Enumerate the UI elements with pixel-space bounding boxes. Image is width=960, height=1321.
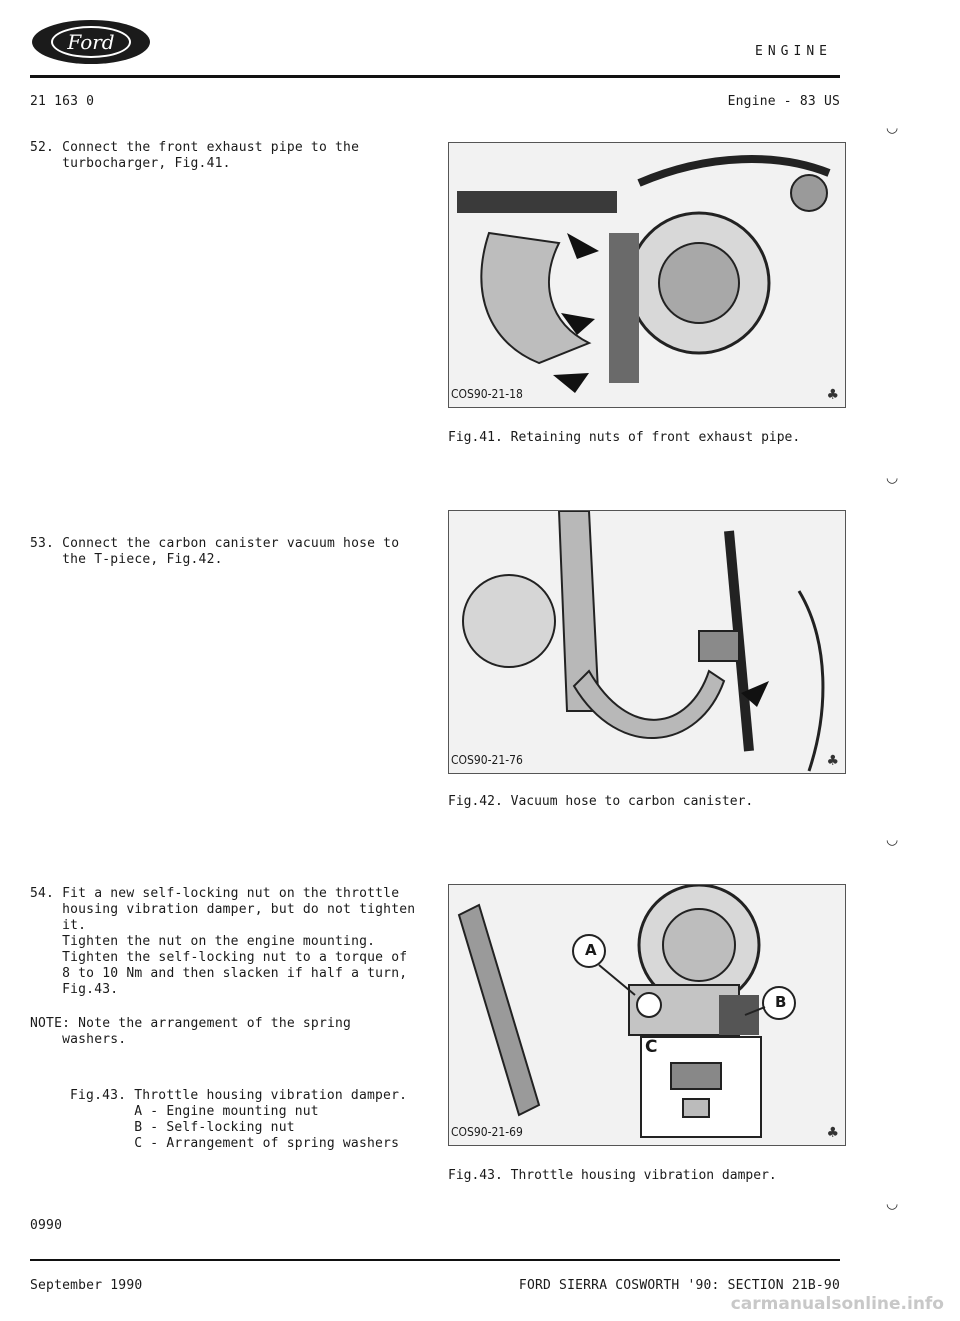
ford-logo-text: Ford <box>51 26 131 58</box>
fig43-legend: Fig.43. Throttle housing vibration dampe… <box>70 1088 408 1151</box>
figure-43-illustration: A B C COS90-21-69 ♣ <box>448 884 846 1146</box>
orientation-arrow-icon: ♣ <box>826 753 839 769</box>
orientation-arrow-icon: ♣ <box>826 1125 839 1141</box>
figure-42-illustration: COS90-21-76 ♣ <box>448 510 846 774</box>
footer-title: FORD SIERRA COSWORTH '90: SECTION 21B-90 <box>518 1278 840 1293</box>
page-code: 0990 <box>30 1218 63 1233</box>
margin-mark: ◡ <box>886 1196 899 1212</box>
note-text: NOTE: Note the arrangement of the spring… <box>30 1016 352 1047</box>
callout-b: B <box>775 993 787 1011</box>
figure-41-illustration: COS90-21-18 ♣ <box>448 142 846 408</box>
figure-43-ref: COS90-21-69 <box>451 1125 523 1139</box>
figure-41-caption: Fig.41. Retaining nuts of front exhaust … <box>448 430 801 445</box>
margin-mark: ◡ <box>886 832 899 848</box>
figure-42-ref: COS90-21-76 <box>451 753 523 767</box>
doc-number: 21 163 0 <box>30 94 95 109</box>
callout-a: A <box>585 941 597 959</box>
margin-mark: ◡ <box>886 120 899 136</box>
footer-rule <box>30 1259 840 1261</box>
callout-c: C <box>645 1037 658 1057</box>
sub-reference: Engine - 83 US <box>727 94 840 109</box>
step-54: 54. Fit a new self-locking nut on the th… <box>30 886 416 997</box>
figure-41-ref: COS90-21-18 <box>451 387 523 401</box>
figure-43-caption: Fig.43. Throttle housing vibration dampe… <box>448 1168 777 1183</box>
footer-date: September 1990 <box>30 1278 143 1293</box>
figure-42-caption: Fig.42. Vacuum hose to carbon canister. <box>448 794 754 809</box>
watermark: carmanualsonline.info <box>730 1294 944 1314</box>
orientation-arrow-icon: ♣ <box>826 387 839 403</box>
step-53: 53. Connect the carbon canister vacuum h… <box>30 536 400 567</box>
ford-logo: Ford <box>32 20 150 64</box>
section-title: ENGINE <box>755 44 832 59</box>
step-52: 52. Connect the front exhaust pipe to th… <box>30 140 360 171</box>
margin-mark: ◡ <box>886 470 899 486</box>
header-rule <box>30 75 840 78</box>
